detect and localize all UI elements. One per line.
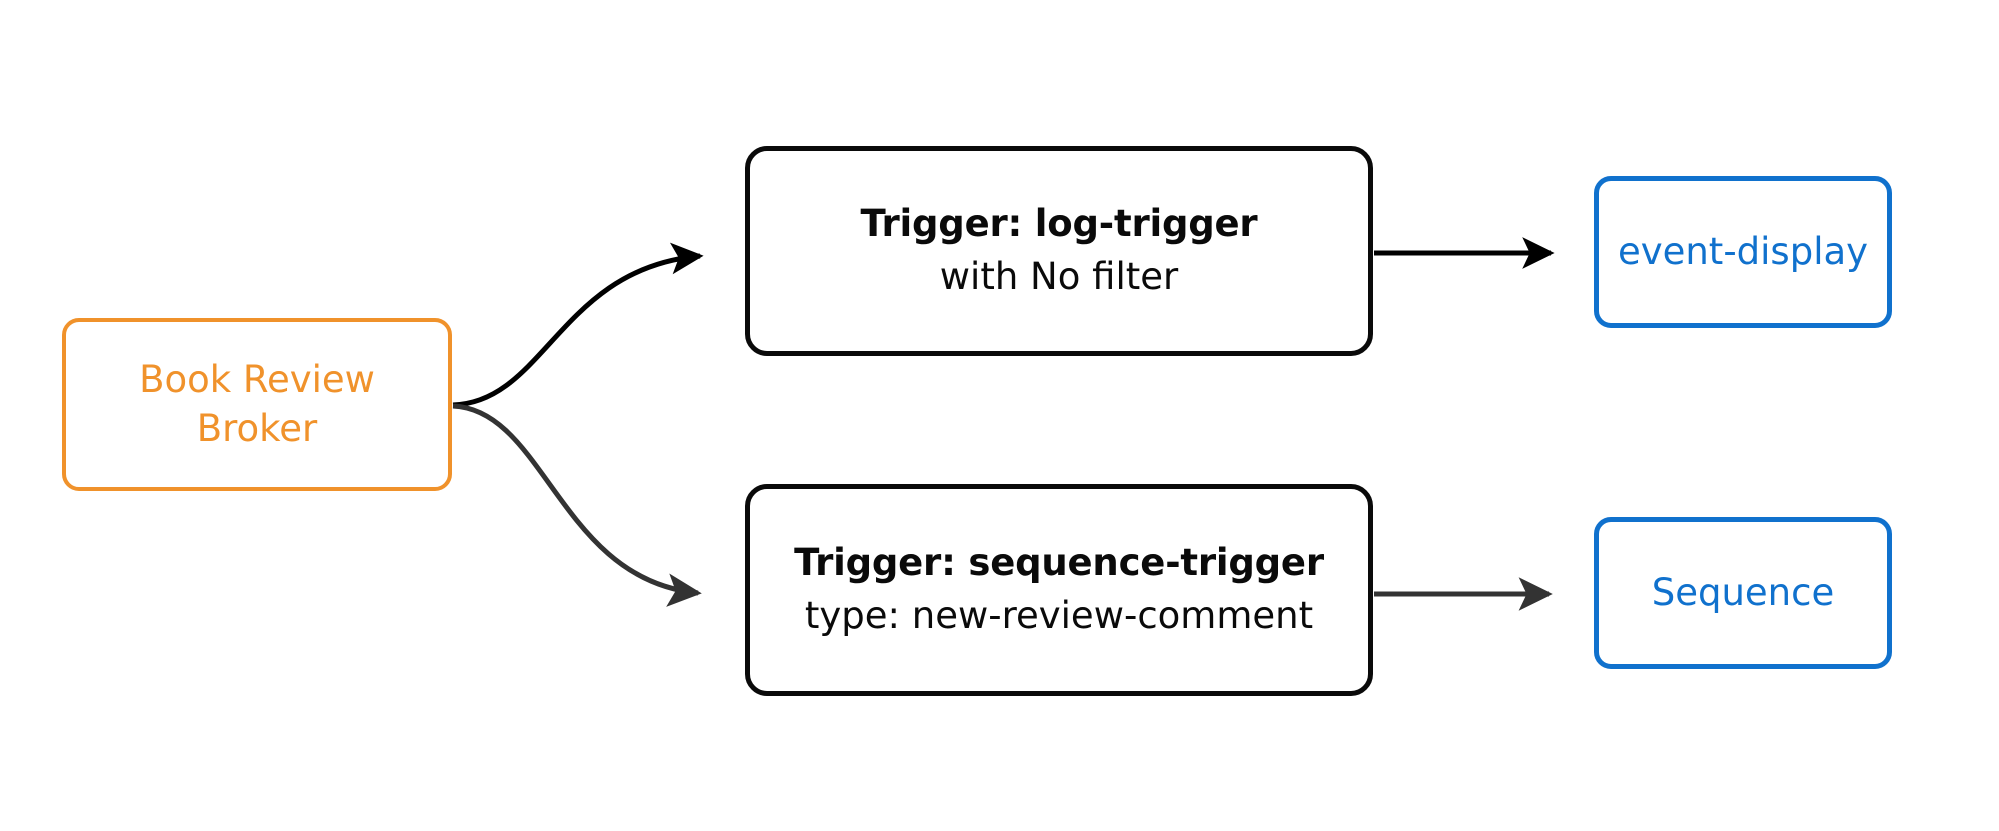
broker-label-line-2: Broker	[196, 406, 318, 450]
trigger-title: Trigger: sequence-trigger	[794, 541, 1324, 585]
trigger-subtitle: with No filter	[939, 255, 1179, 298]
trigger-subtitle: type: new-review-comment	[804, 594, 1314, 637]
node-sequence[interactable]: Sequence	[1594, 517, 1892, 669]
destination-label: Sequence	[1651, 570, 1835, 614]
node-event-display[interactable]: event-display	[1594, 176, 1892, 328]
node-trigger-log-trigger[interactable]: Trigger: log-trigger with No filter	[745, 146, 1373, 356]
node-trigger-sequence-trigger[interactable]: Trigger: sequence-trigger type: new-revi…	[745, 484, 1373, 696]
edge-broker-to-sequence-trigger	[452, 403, 702, 607]
destination-label: event-display	[1617, 229, 1869, 273]
trigger-title: Trigger: log-trigger	[860, 202, 1258, 246]
node-book-review-broker[interactable]: Book Review Broker	[62, 318, 452, 491]
broker-label-line-1: Book Review	[139, 357, 375, 401]
edge-broker-to-log-trigger	[452, 242, 704, 408]
